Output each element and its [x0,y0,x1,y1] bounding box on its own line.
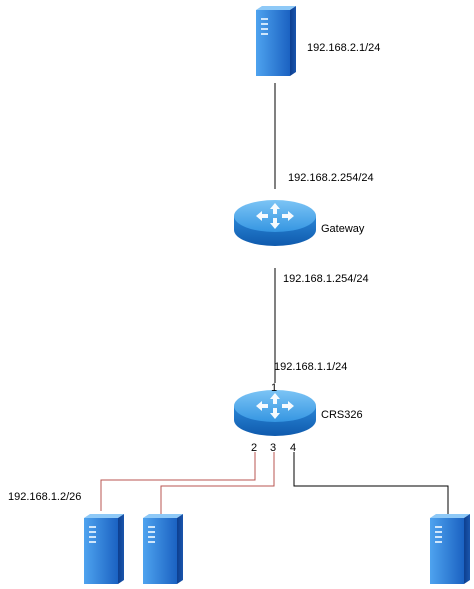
switch-router-icon [234,390,316,436]
server-left-ip: 192.168.1.2/26 [8,491,81,503]
switch-uplink-ip: 192.168.1.1/24 [274,361,347,373]
switch-port-2-label: 2 [251,442,257,454]
gateway-router-icon [234,200,316,246]
link-port3-red [160,452,275,514]
top-server-ip: 192.168.2.1/24 [307,42,380,54]
server-left-icon [84,514,124,584]
server-right-icon [430,514,470,584]
gateway-upper-ip: 192.168.2.254/24 [288,172,374,184]
top-server-icon [256,6,296,76]
switch-name: CRS326 [321,409,363,421]
switch-port-1-label: 1 [271,382,277,394]
link-port4-black [293,452,449,515]
switch-port-3-label: 3 [270,442,276,454]
gateway-lower-ip: 192.168.1.254/24 [283,273,369,285]
switch-port-4-label: 4 [290,442,296,454]
gateway-name: Gateway [321,223,365,235]
server-middle-icon [143,514,183,584]
link-port2-red [100,452,256,511]
